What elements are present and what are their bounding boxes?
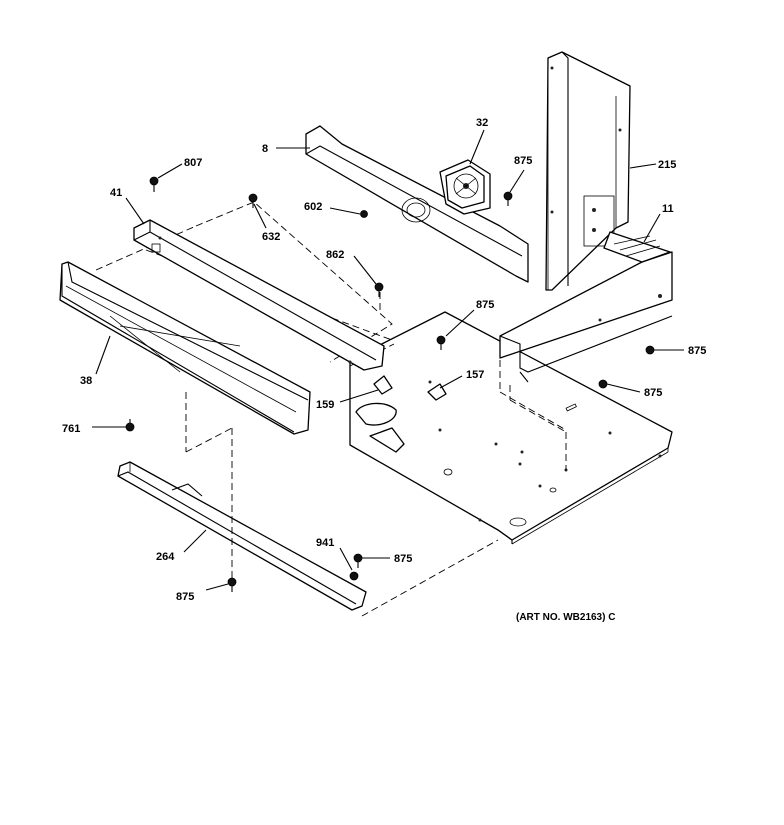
callout-157: 157 [466,369,484,381]
callout-632: 632 [262,231,280,243]
screw-875-floor [436,335,446,350]
callout-875-bottom: 875 [394,553,412,565]
fasteners [125,176,655,592]
callout-11: 11 [662,203,674,215]
callout-761: 761 [62,423,80,435]
screw-807 [149,176,159,192]
leader-lines [92,129,684,591]
base-pan [349,311,673,545]
callout-862: 862 [326,249,344,261]
callout-38: 38 [80,375,92,387]
callout-875-floor: 875 [476,299,494,311]
screw-862 [374,282,384,297]
callout-8: 8 [262,143,268,155]
screw-875-right2 [598,379,608,389]
callout-264: 264 [156,551,175,563]
callout-875-right1: 875 [688,345,706,357]
callout-602: 602 [304,201,322,213]
callout-215: 215 [658,159,676,171]
front-rail-41 [133,219,385,371]
screw-941 [349,571,359,581]
side-rail-11 [499,231,673,383]
callout-875-right2: 875 [644,387,662,399]
rear-baffle-8 [305,125,529,283]
rear-column-215 [545,51,631,291]
screw-761 [125,419,135,432]
clip-159 [373,375,393,395]
bottom-channel-264 [117,461,367,611]
clip-157 [427,383,447,401]
art-number: (ART NO. WB2163) C [516,612,615,623]
callout-159: 159 [316,399,334,411]
alignment-lines [185,290,567,617]
callout-941: 941 [316,537,334,549]
screw-875-fan [503,191,513,206]
front-trim-38 [59,261,311,435]
screw-875-left [227,577,237,592]
screw-632 [248,193,258,208]
callout-807: 807 [184,157,202,169]
callout-875-fan: 875 [514,155,532,167]
callout-32: 32 [476,117,488,129]
screw-875-bottom [353,553,363,568]
screw-875-right1 [645,345,655,355]
fan-assembly-32 [439,159,491,215]
callout-labels: 8 32 807 875 215 41 632 602 11 862 875 8… [62,117,706,623]
callout-875-left: 875 [176,591,194,603]
callout-41: 41 [110,187,122,199]
screw-602 [360,210,368,218]
